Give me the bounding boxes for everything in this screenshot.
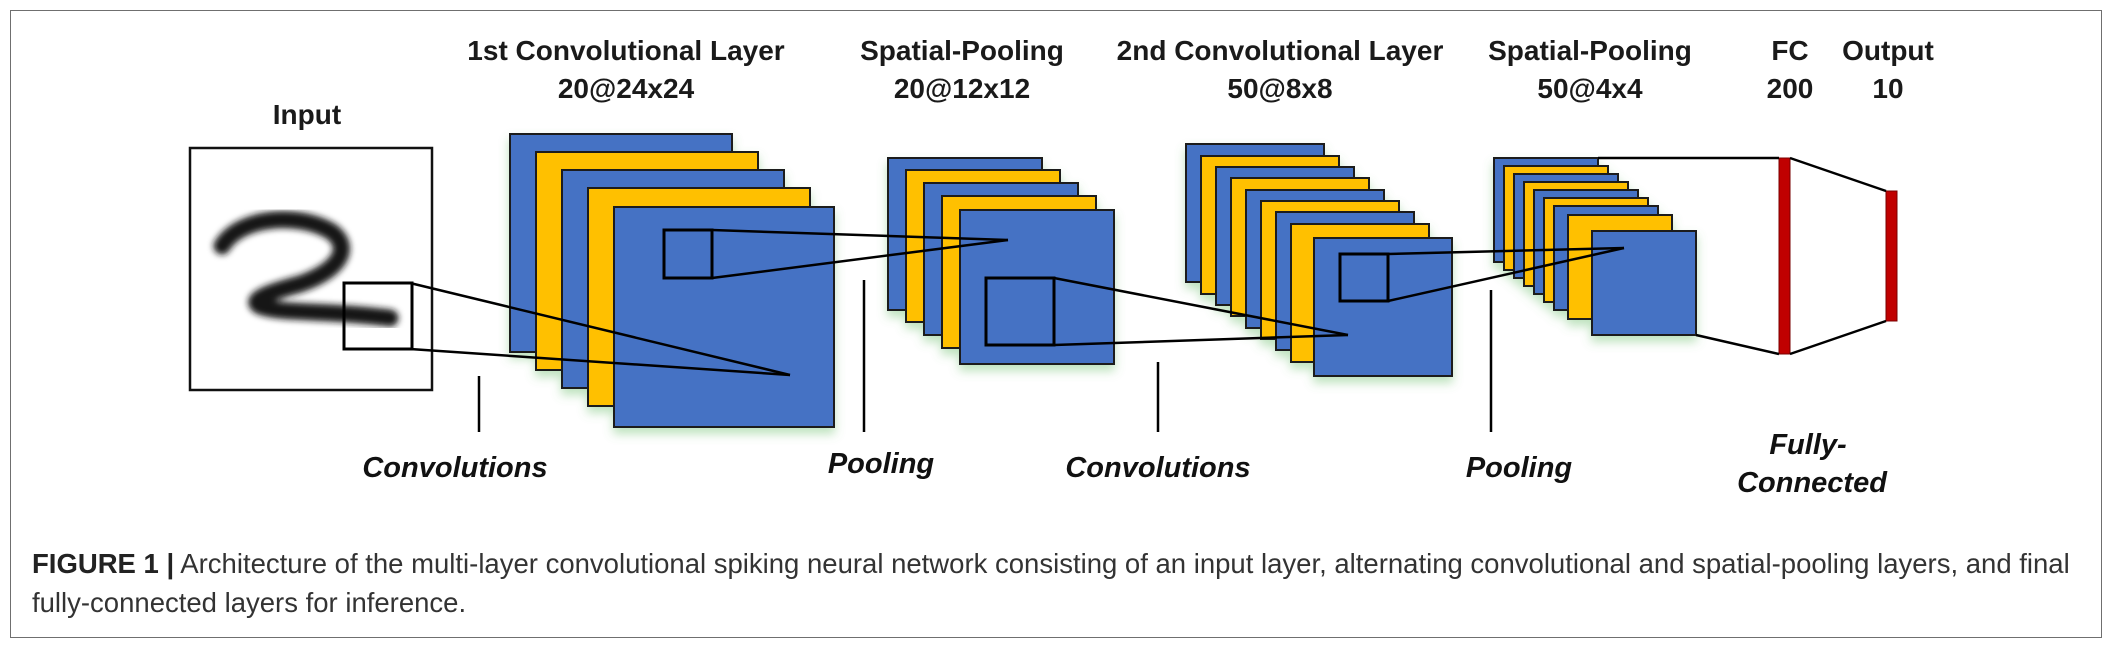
fc-dims: 200 bbox=[1767, 73, 1814, 104]
figure-caption-text: Architecture of the multi-layer convolut… bbox=[32, 548, 2070, 618]
operation-ticks bbox=[477, 280, 1493, 432]
pool2-to-fc-line-bottom bbox=[1695, 333, 1780, 356]
output-dims: 10 bbox=[1872, 73, 1903, 104]
input-receptive-field bbox=[342, 281, 414, 351]
pool2-feature-maps bbox=[1493, 157, 1697, 336]
handwritten-digit-2 bbox=[213, 211, 399, 327]
pool1-title: Spatial-Pooling bbox=[860, 35, 1064, 66]
fc-to-output-line-bottom bbox=[1789, 319, 1887, 356]
pool1-to-conv2-line-top bbox=[1053, 276, 1349, 337]
figure-label: FIGURE 1 | bbox=[32, 548, 175, 579]
cnn-architecture-diagram: Input 1st Convolutional Layer 20@24x24 S… bbox=[188, 35, 1934, 499]
pool1-to-conv2-line-bottom bbox=[1053, 333, 1349, 347]
conv2-title: 2nd Convolutional Layer bbox=[1117, 35, 1444, 66]
fc-layer-bar bbox=[1778, 157, 1791, 355]
input-to-conv1-line-bottom bbox=[409, 347, 791, 377]
pool1-map-5 bbox=[959, 209, 1115, 365]
conv1-pool-window bbox=[662, 228, 714, 280]
conv2-pool-window bbox=[1338, 252, 1390, 303]
connection-lines bbox=[409, 156, 1887, 377]
pool1-feature-maps bbox=[887, 157, 1115, 365]
fc-to-output-line-top bbox=[1789, 156, 1887, 193]
input-title: Input bbox=[273, 99, 341, 130]
conv2-to-pool2-line-top bbox=[1387, 246, 1625, 256]
conv1-operation-label: Convolutions bbox=[362, 452, 547, 484]
figure-caption: FIGURE 1 | Architecture of the multi-lay… bbox=[32, 544, 2082, 622]
conv1-to-pool1-line-top bbox=[711, 228, 1009, 242]
conv1-dims: 20@24x24 bbox=[558, 73, 695, 104]
conv2-to-pool2-line-bottom bbox=[1387, 246, 1625, 303]
input-image bbox=[188, 146, 434, 392]
fc-operation-label-line1: Fully- bbox=[1769, 429, 1846, 461]
input-to-conv1-line-top bbox=[409, 281, 791, 377]
pool2-operation-label: Pooling bbox=[1466, 452, 1573, 484]
pool1-operation-label: Pooling bbox=[828, 448, 935, 480]
conv2-dims: 50@8x8 bbox=[1227, 73, 1332, 104]
conv1-map-5 bbox=[613, 206, 835, 428]
conv1-to-pool1-line-bottom bbox=[711, 238, 1009, 280]
pool2-map-9 bbox=[1591, 230, 1697, 336]
pool1-dims: 20@12x12 bbox=[894, 73, 1030, 104]
pool2-dims: 50@4x4 bbox=[1537, 73, 1643, 104]
conv2-operation-label: Convolutions bbox=[1065, 452, 1250, 484]
conv1-title: 1st Convolutional Layer bbox=[467, 35, 784, 66]
conv2-feature-maps bbox=[1185, 143, 1453, 377]
fc-operation-label-line2: Connected bbox=[1737, 467, 1888, 499]
conv1-feature-maps bbox=[509, 133, 835, 428]
conv2-map-9 bbox=[1313, 237, 1453, 377]
pool1-conv-window bbox=[984, 276, 1056, 347]
pool2-title: Spatial-Pooling bbox=[1488, 35, 1692, 66]
output-layer-bar bbox=[1885, 190, 1898, 322]
fc-title: FC bbox=[1771, 35, 1808, 66]
output-title: Output bbox=[1842, 35, 1934, 66]
